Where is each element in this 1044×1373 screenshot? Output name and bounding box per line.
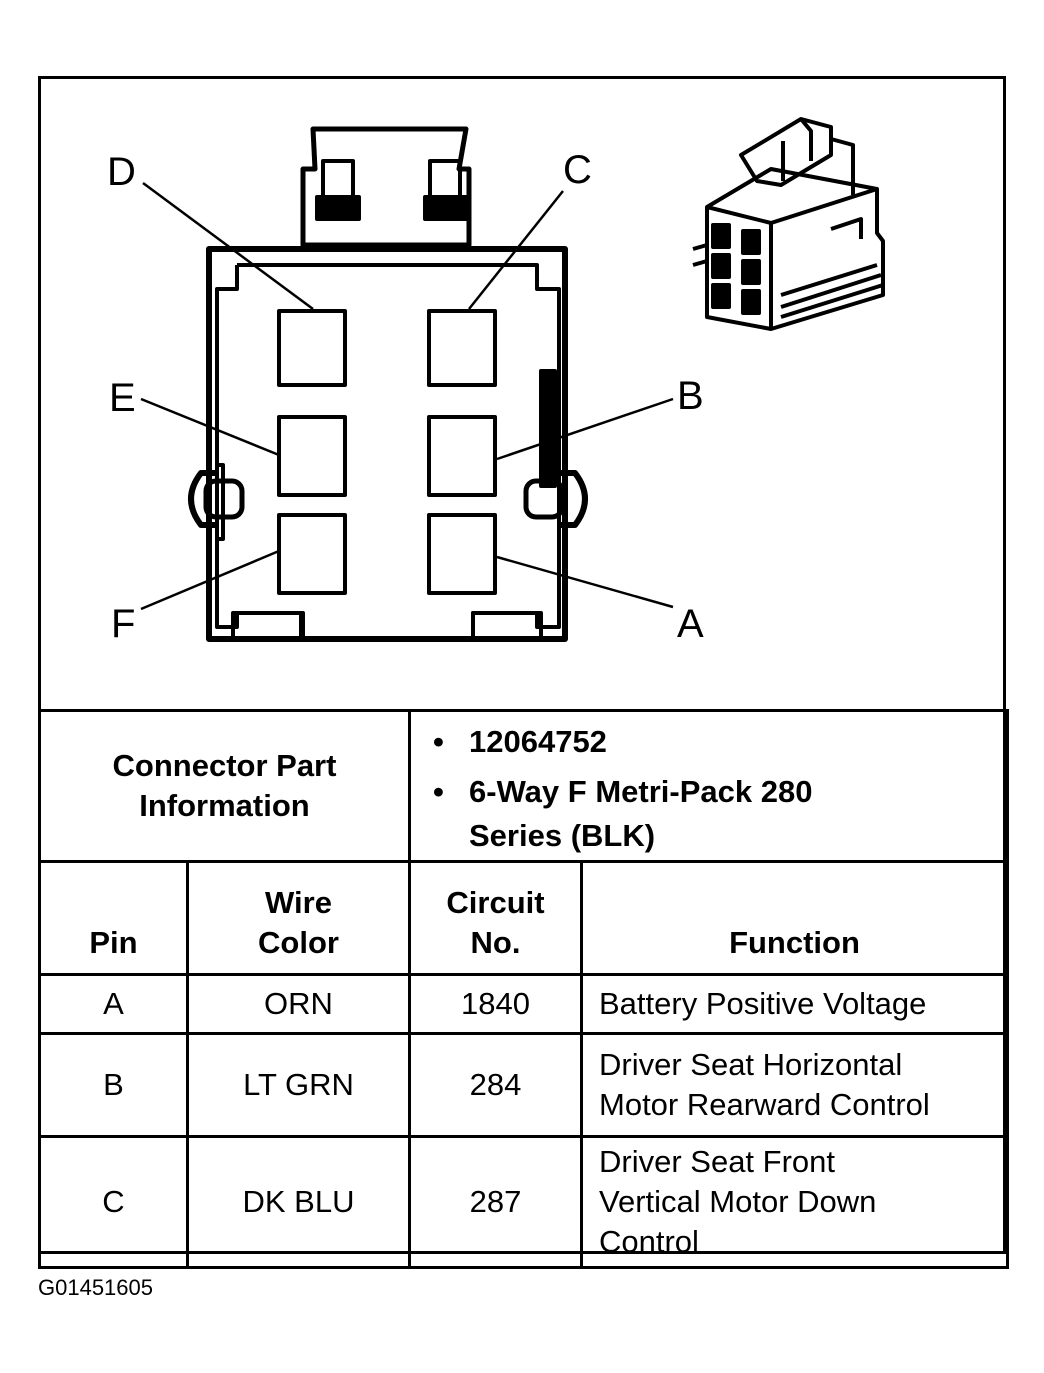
cavity-d <box>277 309 347 387</box>
pin-label-b: B <box>677 374 704 418</box>
cavity-f <box>277 513 347 595</box>
connector-3d-illustration <box>692 117 885 331</box>
header-pin: Pin <box>38 860 189 976</box>
connector-part-info-text: Connector Part Information <box>112 748 337 823</box>
connector-part-info-row: Connector Part Information 12064752 6-Wa… <box>38 709 1009 863</box>
top-latch <box>300 126 472 248</box>
circuit-cell: 1840 <box>408 973 583 1035</box>
connector-part-info-label: Connector Part Information <box>38 709 411 863</box>
side-clip-left <box>188 463 245 541</box>
figure-id: G01451605 <box>38 1275 153 1300</box>
cavity-c <box>427 309 497 387</box>
pin-cell: A <box>38 973 189 1035</box>
function-text: Driver Seat Horizontal Motor Rearward Co… <box>599 1047 930 1122</box>
wire-color-cell: ORN <box>186 973 411 1035</box>
header-function: Function <box>580 860 1009 976</box>
part-number: 12064752 <box>433 720 1006 764</box>
circuit-cell: 284 <box>408 1032 583 1138</box>
table-row: B LT GRN 284 Driver Seat Horizontal Moto… <box>38 1032 1009 1138</box>
circuit-cell: 287 <box>408 1135 583 1269</box>
function-cell: Driver Seat Front Vertical Motor Down Co… <box>580 1135 1009 1269</box>
connector-face-view: D C E B F A <box>107 117 885 646</box>
header-circuit: Circuit No. <box>408 860 583 976</box>
cavity-e <box>277 415 347 497</box>
table-header-row: Pin Wire Color Circuit No. Function <box>38 860 1009 976</box>
connector-diagram: D C E B F A <box>41 79 1003 711</box>
table-row: A ORN 1840 Battery Positive Voltage <box>38 973 1009 1035</box>
function-text: Driver Seat Front Vertical Motor Down Co… <box>599 1144 877 1259</box>
diagram-frame: D C E B F A Connector Part Information 1… <box>38 76 1009 1269</box>
wire-color-cell: DK BLU <box>186 1135 411 1269</box>
side-clip-right <box>523 470 588 528</box>
part-description: 6-Way F Metri-Pack 280 Series (BLK) <box>433 770 829 858</box>
cavity-b <box>427 415 497 497</box>
function-cell: Battery Positive Voltage <box>580 973 1009 1035</box>
header-wire-color: Wire Color <box>186 860 411 976</box>
pin-label-f: F <box>111 602 135 646</box>
pin-label-e: E <box>109 376 136 420</box>
leader-lines <box>140 181 674 611</box>
pin-label-c: C <box>563 148 592 192</box>
connector-body <box>206 246 568 642</box>
pin-label-a: A <box>677 602 704 646</box>
connector-info-table: Connector Part Information 12064752 6-Wa… <box>38 709 1009 1269</box>
connector-part-info-values: 12064752 6-Way F Metri-Pack 280 Series (… <box>408 709 1009 863</box>
table-row: C DK BLU 287 Driver Seat Front Vertical … <box>38 1135 1009 1269</box>
pin-cell: C <box>38 1135 189 1269</box>
header-circuit-text: Circuit No. <box>446 885 545 960</box>
cavity-a <box>427 513 497 595</box>
header-wire-color-text: Wire Color <box>258 885 339 960</box>
pin-cell: B <box>38 1032 189 1138</box>
function-cell: Driver Seat Horizontal Motor Rearward Co… <box>580 1032 1009 1138</box>
wire-color-cell: LT GRN <box>186 1032 411 1138</box>
pin-label-d: D <box>107 150 136 194</box>
